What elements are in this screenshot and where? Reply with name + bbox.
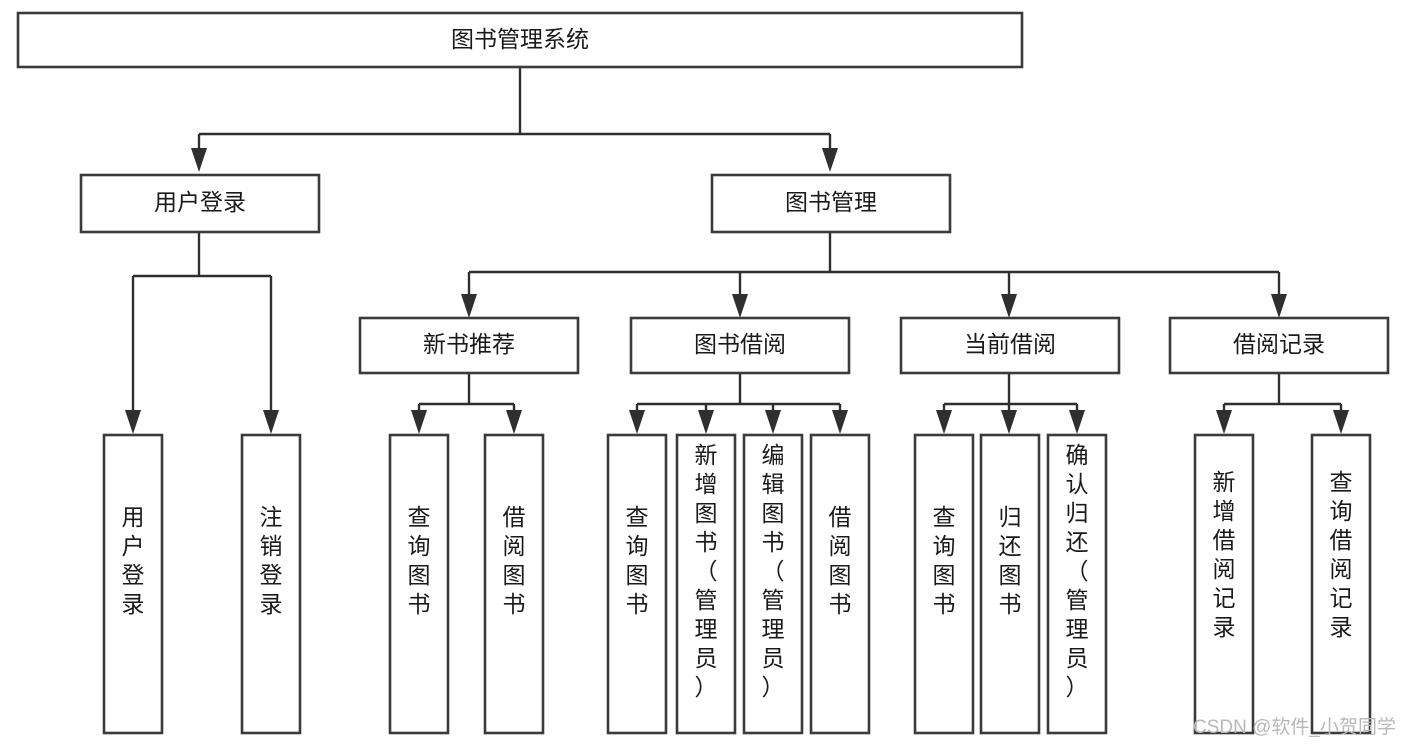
leaf-node[interactable]: 归还图书: [979, 433, 1041, 735]
leaf-node[interactable]: 新增借阅记录: [1193, 433, 1255, 735]
leaf-record-query-box[interactable]: [1310, 433, 1372, 735]
node-newbook-label: 新书推荐: [423, 331, 515, 357]
leaf-node[interactable]: 查询借阅记录: [1310, 433, 1372, 735]
leaf-current-confirm-box[interactable]: [1046, 433, 1108, 735]
leaf-borrow-take-label: 借阅图书: [829, 504, 852, 617]
leaf-current-confirm-label: 确认归还（管理员）: [1066, 442, 1089, 700]
node-bookmgmt-box[interactable]: [710, 173, 952, 234]
leaf-node[interactable]: 用户登录: [102, 433, 164, 735]
arrow-to-newbook: [461, 294, 477, 318]
leaf-newbook-query-label: 查询图书: [408, 504, 431, 617]
node-newbook[interactable]: 新书推荐: [358, 316, 580, 375]
node-bookmgmt[interactable]: 图书管理: [710, 173, 952, 234]
arrow-to-bookmgmt: [822, 148, 838, 172]
leaf-borrow-take-box[interactable]: [809, 433, 871, 735]
leaf-login-user-login-box[interactable]: [102, 433, 164, 735]
leaf-login-user-logout-label: 注销登录: [260, 504, 283, 617]
leaf-node[interactable]: 新增图书（管理员）: [675, 433, 737, 735]
leaf-login-user-logout-box[interactable]: [240, 433, 302, 735]
leaf-node[interactable]: 查询图书: [606, 433, 668, 735]
leaf-node[interactable]: 确认归还（管理员）: [1046, 433, 1108, 735]
leaf-node[interactable]: 借阅图书: [809, 433, 871, 735]
arrow-login-leaf-2: [263, 410, 279, 434]
leaf-newbook-borrow-label: 借阅图书: [503, 504, 526, 617]
arrow-newbook-leaf-2: [506, 410, 522, 434]
leaf-record-query-label: 查询借阅记录: [1330, 469, 1353, 640]
leaf-record-add-box[interactable]: [1193, 433, 1255, 735]
arrow-record-leaf-2: [1333, 410, 1349, 434]
arrow-current-leaf-2: [1001, 410, 1017, 434]
leaf-borrow-add-label: 新增图书（管理员）: [695, 442, 718, 700]
node-borrow-label: 图书借阅: [694, 331, 786, 357]
node-record-box[interactable]: [1168, 316, 1390, 375]
leaf-node[interactable]: 查询图书: [388, 433, 450, 735]
node-current[interactable]: 当前借阅: [899, 316, 1121, 375]
node-borrow[interactable]: 图书借阅: [629, 316, 851, 375]
leaf-borrow-query-label: 查询图书: [626, 504, 649, 617]
leaf-borrow-add-box[interactable]: [675, 433, 737, 735]
csdn-watermark: CSDN @软件_小贺同学: [1193, 716, 1396, 738]
leaf-borrow-edit-box[interactable]: [742, 433, 804, 735]
node-borrow-box[interactable]: [629, 316, 851, 375]
node-login[interactable]: 用户登录: [79, 173, 321, 234]
leaf-newbook-borrow-box[interactable]: [483, 433, 545, 735]
node-newbook-box[interactable]: [358, 316, 580, 375]
connector-layer: [125, 67, 1349, 434]
leaf-current-query-label: 查询图书: [933, 504, 956, 617]
leaf-current-return-box[interactable]: [979, 433, 1041, 735]
leaf-node[interactable]: 查询图书: [913, 433, 975, 735]
leaf-borrow-query-box[interactable]: [606, 433, 668, 735]
leaf-borrow-edit-label: 编辑图书（管理员）: [762, 442, 785, 700]
arrow-borrow-leaf-4: [832, 410, 848, 434]
arrow-to-login: [191, 148, 207, 172]
leaf-node[interactable]: 借阅图书: [483, 433, 545, 735]
arrow-to-record: [1271, 294, 1287, 318]
node-record-label: 借阅记录: [1233, 331, 1325, 357]
arrow-current-leaf-3: [1069, 410, 1085, 434]
node-current-box[interactable]: [899, 316, 1121, 375]
node-root[interactable]: 图书管理系统: [16, 11, 1024, 69]
leaf-record-add-label: 新增借阅记录: [1213, 469, 1236, 640]
arrow-login-leaf-1: [125, 410, 141, 434]
arrow-newbook-leaf-1: [411, 410, 427, 434]
leaf-login-user-login-label: 用户登录: [122, 504, 145, 617]
node-login-label: 用户登录: [154, 189, 246, 215]
arrow-record-leaf-1: [1216, 410, 1232, 434]
arrow-current-leaf-1: [936, 410, 952, 434]
leaf-current-query-box[interactable]: [913, 433, 975, 735]
leaf-newbook-query-box[interactable]: [388, 433, 450, 735]
node-current-label: 当前借阅: [964, 331, 1056, 357]
arrow-to-current: [1001, 294, 1017, 318]
arrow-to-borrow: [732, 294, 748, 318]
leaf-node[interactable]: 注销登录: [240, 433, 302, 735]
leaf-current-return-label: 归还图书: [999, 504, 1022, 617]
arrow-borrow-leaf-2: [698, 410, 714, 434]
arrow-borrow-leaf-3: [765, 410, 781, 434]
node-root-label: 图书管理系统: [451, 26, 589, 52]
node-root-box[interactable]: [16, 11, 1024, 69]
arrow-borrow-leaf-1: [629, 410, 645, 434]
node-login-box[interactable]: [79, 173, 321, 234]
leaf-node[interactable]: 编辑图书（管理员）: [742, 433, 804, 735]
node-record[interactable]: 借阅记录: [1168, 316, 1390, 375]
node-bookmgmt-label: 图书管理: [785, 189, 877, 215]
